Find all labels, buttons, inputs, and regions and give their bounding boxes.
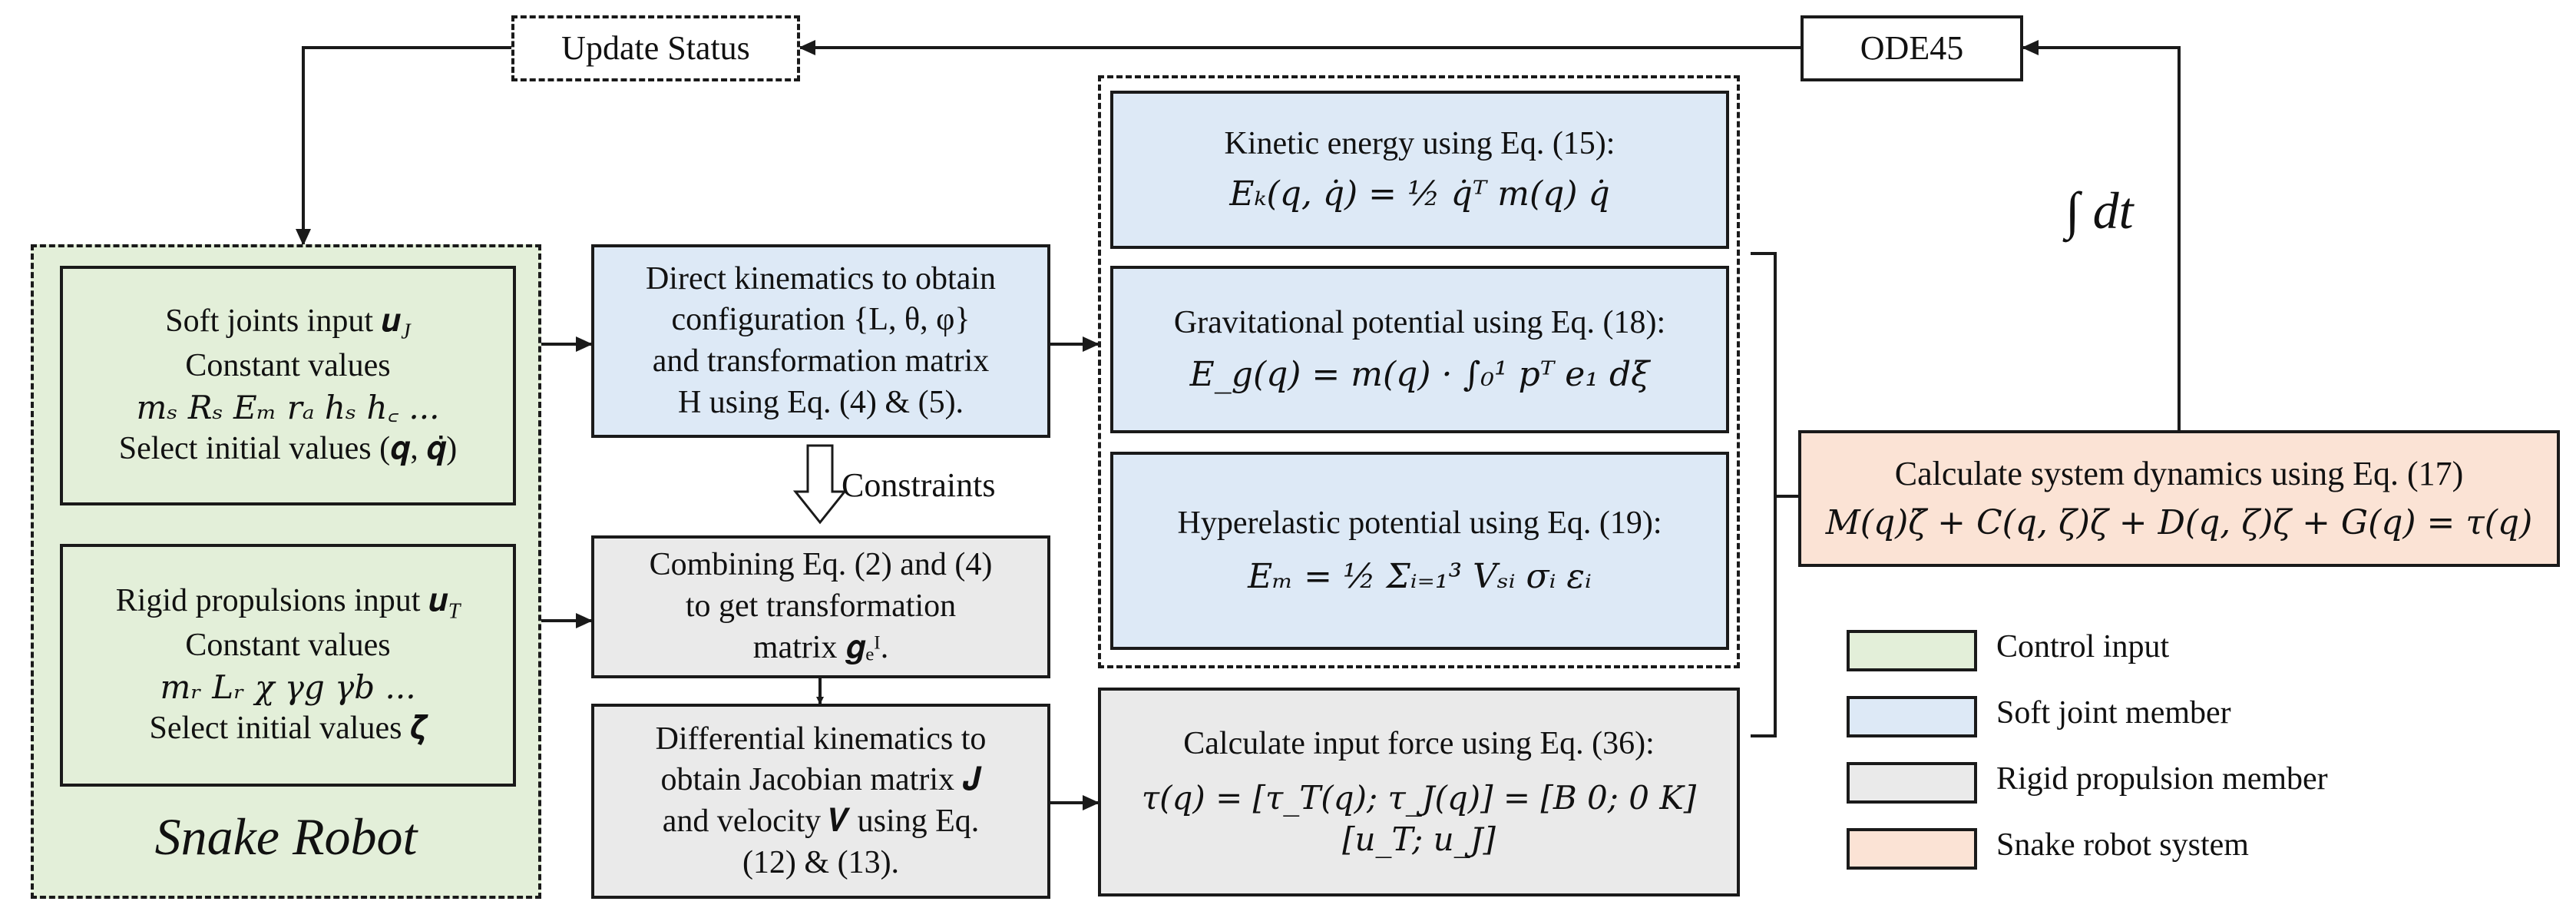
update-status-box: Update Status [511, 15, 800, 81]
legend-swatch-soft-joint [1847, 696, 1977, 737]
rigid-propulsions-input-box: Rigid propulsions input 𝒖T Constant valu… [60, 544, 516, 787]
constraints-label: Constraints [842, 466, 996, 504]
differential-kinematics-box: Differential kinematics to obtain Jacobi… [591, 704, 1050, 899]
soft-joints-line3: mₛ Rₛ Eₘ rₐ hₛ h꜀ ... [136, 389, 440, 427]
rigid-prop-line2: Constant values [185, 628, 391, 664]
combining-line1: Combining Eq. (2) and (4) [649, 547, 993, 583]
system-dynamics-box: Calculate system dynamics using Eq. (17)… [1798, 430, 2560, 567]
bracket [1751, 252, 1777, 737]
differential-line4: (12) & (13). [742, 844, 900, 880]
legend-label-snake-robot-system: Snake robot system [1996, 827, 2249, 863]
system-dynamics-title: Calculate system dynamics using Eq. (17) [1894, 454, 2464, 492]
soft-joints-line1-sub: J [401, 320, 411, 344]
legend-label-soft-joint: Soft joint member [1996, 695, 2231, 731]
soft-joints-line4: Select initial values (𝒒, 𝒒̇) [118, 430, 458, 466]
soft-joints-line1-wrap: Soft joints input 𝒖J [165, 301, 410, 346]
update-status-label: Update Status [561, 28, 750, 67]
system-dynamics-equation: M(q)ζ̇ + C(q, ζ)ζ + D(q, ζ)ζ + G(q) = τ(… [1825, 503, 2533, 542]
constraints-arrow [792, 444, 848, 525]
combining-box: Combining Eq. (2) and (4) to get transfo… [591, 535, 1050, 678]
soft-joints-line1: Soft joints input 𝒖 [165, 303, 402, 340]
rigid-prop-line1-wrap: Rigid propulsions input 𝒖T [116, 581, 461, 625]
gravitational-title: Gravitational potential using Eq. (18): [1173, 304, 1666, 340]
input-force-equation: τ(q) = [τ_T(q); τ_J(q)] = [B 0; 0 K] [u_… [1141, 779, 1697, 858]
differential-line2: obtain Jacobian matrix 𝑱 [660, 762, 981, 798]
soft-joints-line2: Constant values [185, 348, 391, 384]
rigid-prop-line1: Rigid propulsions input 𝒖 [115, 583, 448, 619]
direct-kin-line2: configuration {L, θ, φ} [671, 302, 971, 338]
legend-label-control-input: Control input [1996, 629, 2170, 664]
direct-kinematics-box: Direct kinematics to obtain configuratio… [591, 244, 1050, 438]
rigid-prop-line3: mᵣ Lᵣ χ γg γb ... [160, 668, 416, 707]
combining-line3: matrix 𝒈ₑᴵ. [752, 629, 889, 665]
snake-robot-title: Snake Robot [154, 807, 418, 866]
soft-joints-input-box: Soft joints input 𝒖J Constant values mₛ … [60, 266, 516, 505]
gravitational-equation: E_g(q) = m(q) · ∫₀¹ pᵀ e₁ dξ [1189, 354, 1650, 394]
legend-swatch-control-input [1847, 630, 1977, 671]
integral-dt: ∫ dt [2065, 181, 2134, 240]
direct-kin-line4: H using Eq. (4) & (5). [677, 384, 964, 420]
ode45-box: ODE45 [1801, 15, 2023, 81]
differential-line1: Differential kinematics to [655, 721, 987, 757]
rigid-prop-line4: Select initial values 𝜻 [149, 710, 427, 746]
arrow-update-to-snake [296, 46, 511, 246]
legend-swatch-rigid-propulsion [1847, 762, 1977, 804]
kinetic-equation: Eₖ(q, q̇) = ½ q̇ᵀ m(q) q̇ [1229, 174, 1610, 214]
legend-label-rigid-propulsion: Rigid propulsion member [1996, 761, 2328, 797]
gravitational-potential-box: Gravitational potential using Eq. (18): … [1110, 266, 1729, 433]
differential-line3: and velocity 𝑽 using Eq. [662, 804, 980, 839]
hyperelastic-title: Hyperelastic potential using Eq. (19): [1177, 505, 1662, 541]
kinetic-energy-box: Kinetic energy using Eq. (15): Eₖ(q, q̇)… [1110, 91, 1729, 249]
ode45-label: ODE45 [1860, 28, 1964, 67]
legend-swatch-snake-robot-system [1847, 828, 1977, 870]
hyperelastic-equation: Eₘ = ½ Σᵢ₌₁³ Vₛᵢ σᵢ εᵢ [1248, 556, 1592, 596]
direct-kin-line1: Direct kinematics to obtain [645, 260, 997, 297]
rigid-prop-line1-sub: T [448, 599, 461, 624]
hyperelastic-potential-box: Hyperelastic potential using Eq. (19): E… [1110, 452, 1729, 650]
combining-line2: to get transformation [685, 588, 957, 625]
input-force-box: Calculate input force using Eq. (36): τ(… [1098, 688, 1740, 896]
direct-kin-line3: and transformation matrix [652, 343, 990, 379]
arrow-dynamics-to-ode45 [2022, 40, 2181, 430]
input-force-title: Calculate input force using Eq. (36): [1183, 726, 1655, 762]
kinetic-title: Kinetic energy using Eq. (15): [1224, 125, 1615, 161]
